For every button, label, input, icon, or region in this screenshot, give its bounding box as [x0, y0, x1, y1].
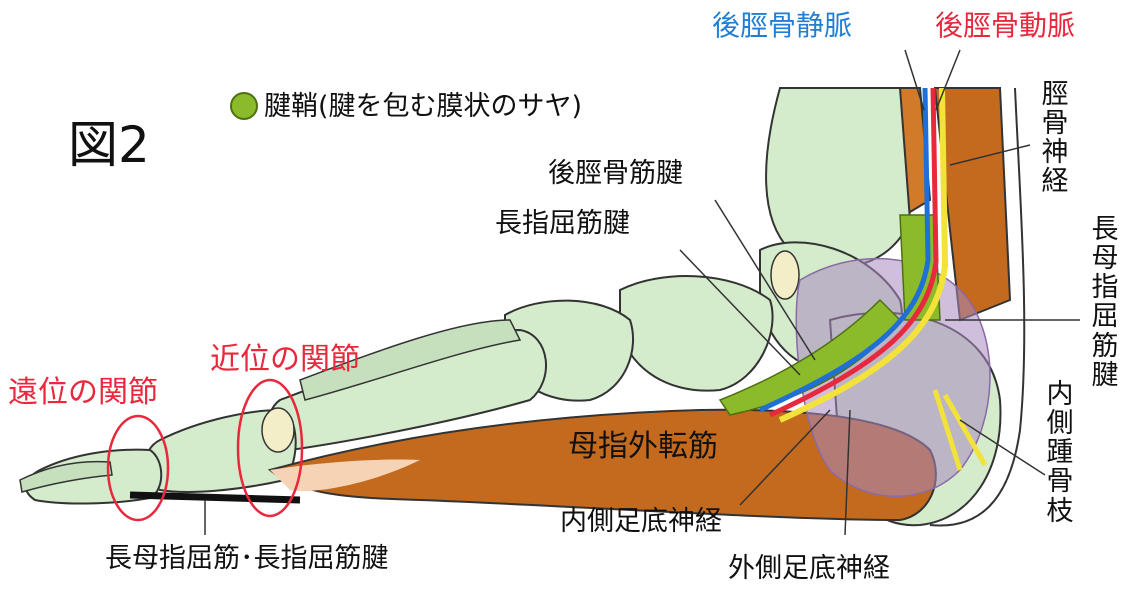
navicular-bone: [619, 275, 774, 392]
sesamoid-cartilage: [261, 407, 295, 453]
label-toe-flexor-tendons: 長母指屈筋･長指屈筋腱: [105, 543, 389, 574]
label-medial-plantar-nerve: 内側足底神経: [560, 506, 722, 537]
distal-joint-circle: [106, 414, 170, 522]
label-fdl-tendon: 長指屈筋腱: [495, 208, 630, 239]
label-medial-calcaneal-branch: 内側踵骨枝: [1046, 379, 1074, 527]
legend: 腱鞘(腱を包む膜状のサヤ): [230, 92, 582, 120]
label-lateral-plantar-nerve: 外側足底神経: [728, 553, 890, 584]
proximal-joint-circle: [236, 378, 304, 518]
lesser-toes: [19, 460, 113, 493]
second-metatarsal: [299, 319, 522, 401]
leader-lines: [204, 49, 1080, 536]
label-distal-joint: 遠位の関節: [8, 375, 158, 410]
posterior-tibial-vein: [758, 87, 931, 413]
sheath-dot-icon: [230, 92, 258, 120]
calf-outline: [929, 87, 1026, 527]
label-proximal-joint: 近位の関節: [210, 342, 360, 377]
label-tibial-nerve: 脛骨神経: [1041, 79, 1069, 198]
toe-flexor-tendon: [129, 491, 301, 504]
label-posterior-tibial-tendon: 後脛骨筋腱: [548, 158, 683, 189]
posterior-tibial-artery: [768, 87, 939, 418]
talus-cartilage: [770, 250, 800, 300]
tibial-nerve: [778, 87, 949, 423]
figure-label: 図2: [68, 116, 150, 174]
label-fhl-tendon: 長母指屈筋腱: [1091, 214, 1119, 391]
abductor-tendon-light: [270, 459, 420, 491]
label-posterior-tibial-vein: 後脛骨静脈: [712, 9, 853, 42]
label-posterior-tibial-artery: 後脛骨動脈: [935, 9, 1076, 42]
legend-text: 腱鞘(腱を包む膜状のサヤ): [264, 90, 583, 122]
tibia-bone: [765, 87, 912, 268]
calf-muscle-right: [933, 87, 1012, 322]
label-abductor-hallucis: 母指外転筋: [568, 429, 718, 464]
medial-calcaneal-branch: [932, 389, 988, 471]
